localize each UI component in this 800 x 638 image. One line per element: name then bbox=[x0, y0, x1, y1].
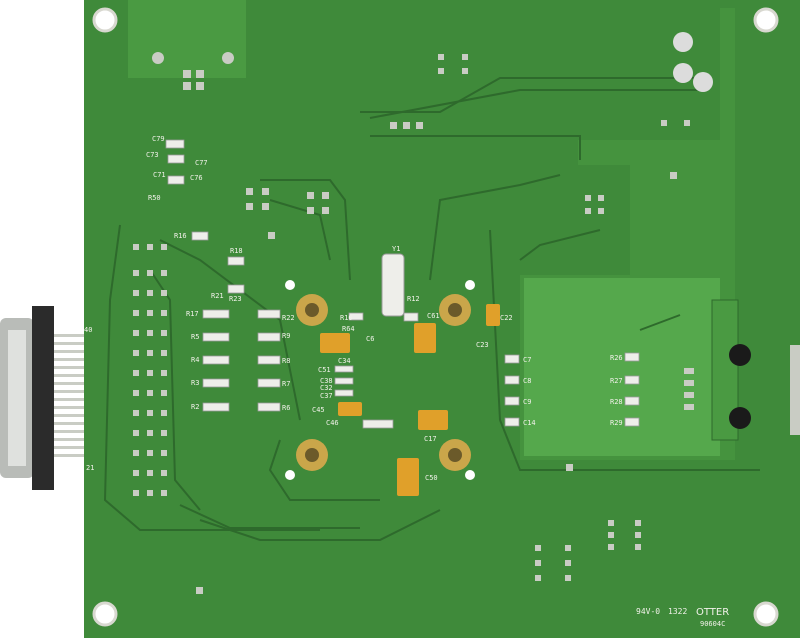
label-c6: C6 bbox=[366, 335, 374, 343]
label-r7: R7 bbox=[282, 380, 290, 388]
label-c23: C23 bbox=[476, 341, 489, 349]
label-r28: R28 bbox=[610, 398, 623, 406]
label-c22: C22 bbox=[500, 314, 513, 322]
crystal-y1 bbox=[381, 253, 405, 317]
label-r22: R22 bbox=[282, 314, 295, 322]
edge-connector bbox=[0, 306, 84, 490]
mounting-hole-bottom-left bbox=[92, 601, 118, 627]
label-r2: R2 bbox=[191, 403, 199, 411]
label-c9: C9 bbox=[523, 398, 531, 406]
label-r23: R23 bbox=[229, 295, 242, 303]
via-misc bbox=[196, 54, 690, 594]
label-r6: R6 bbox=[282, 404, 290, 412]
label-c38: C38 bbox=[320, 377, 333, 385]
label-c37: C37 bbox=[320, 392, 333, 400]
label-c46: C46 bbox=[326, 419, 339, 427]
marking-brand: OTTER bbox=[696, 607, 729, 618]
label-r9: R9 bbox=[282, 332, 290, 340]
screw-heads bbox=[673, 32, 713, 92]
marking-date-code: 1322 bbox=[668, 607, 687, 616]
label-c32: C32 bbox=[320, 384, 333, 392]
copper-pour-ethernet bbox=[524, 278, 720, 456]
label-r12: R12 bbox=[407, 295, 420, 303]
label-c73: C73 bbox=[146, 151, 159, 159]
small-holes bbox=[285, 280, 475, 480]
label-c77: C77 bbox=[195, 159, 208, 167]
rj45-connector bbox=[684, 299, 800, 441]
label-r21: R21 bbox=[211, 292, 224, 300]
label-c61: C61 bbox=[427, 312, 440, 320]
board-marking: 94V-0 1322 OTTER 90604C bbox=[636, 607, 729, 628]
label-r17: R17 bbox=[186, 310, 199, 318]
mounting-hole-bottom-right bbox=[753, 601, 779, 627]
label-pin-40: 40 bbox=[84, 326, 92, 334]
label-c71: C71 bbox=[153, 171, 166, 179]
label-r5: R5 bbox=[191, 333, 199, 341]
power-pads bbox=[152, 52, 234, 90]
marking-part: 90604C bbox=[700, 620, 725, 628]
label-r18: R18 bbox=[230, 247, 243, 255]
label-y1: Y1 bbox=[392, 245, 400, 253]
label-r29: R29 bbox=[610, 419, 623, 427]
tantalum-capacitors bbox=[320, 304, 500, 496]
label-r10: R10 bbox=[340, 314, 353, 322]
marking-rating: 94V-0 bbox=[636, 607, 660, 616]
label-r26: R26 bbox=[610, 354, 623, 362]
label-c34: C34 bbox=[338, 357, 351, 365]
mounting-holes bbox=[92, 7, 779, 627]
silkscreen-labels: C79 C73 C77 C71 C76 R50 R16 R18 R21 R23 … bbox=[84, 135, 623, 482]
label-pin-21: 21 bbox=[86, 464, 94, 472]
resistor-pads bbox=[165, 139, 640, 429]
label-r4: R4 bbox=[191, 356, 199, 364]
label-c76: C76 bbox=[190, 174, 203, 182]
label-r3: R3 bbox=[191, 379, 199, 387]
mounting-hole-top-right bbox=[753, 7, 779, 33]
label-c8: C8 bbox=[523, 377, 531, 385]
mounting-hole-top-left bbox=[92, 7, 118, 33]
label-c51: C51 bbox=[318, 366, 331, 374]
label-r8: R8 bbox=[282, 357, 290, 365]
label-r64: R64 bbox=[342, 325, 355, 333]
label-r50: R50 bbox=[148, 194, 161, 202]
label-c79: C79 bbox=[152, 135, 165, 143]
gold-standoffs bbox=[296, 294, 471, 471]
via-array-left bbox=[133, 244, 167, 496]
label-r27: R27 bbox=[610, 377, 623, 385]
via-array-bottom bbox=[535, 520, 641, 581]
copper-pour-top-left bbox=[128, 0, 246, 78]
label-c14: C14 bbox=[523, 419, 536, 427]
trace-layer bbox=[103, 77, 760, 541]
label-r16: R16 bbox=[174, 232, 187, 240]
label-c50: C50 bbox=[425, 474, 438, 482]
label-c45: C45 bbox=[312, 406, 325, 414]
label-c7: C7 bbox=[523, 356, 531, 364]
label-c17: C17 bbox=[424, 435, 437, 443]
